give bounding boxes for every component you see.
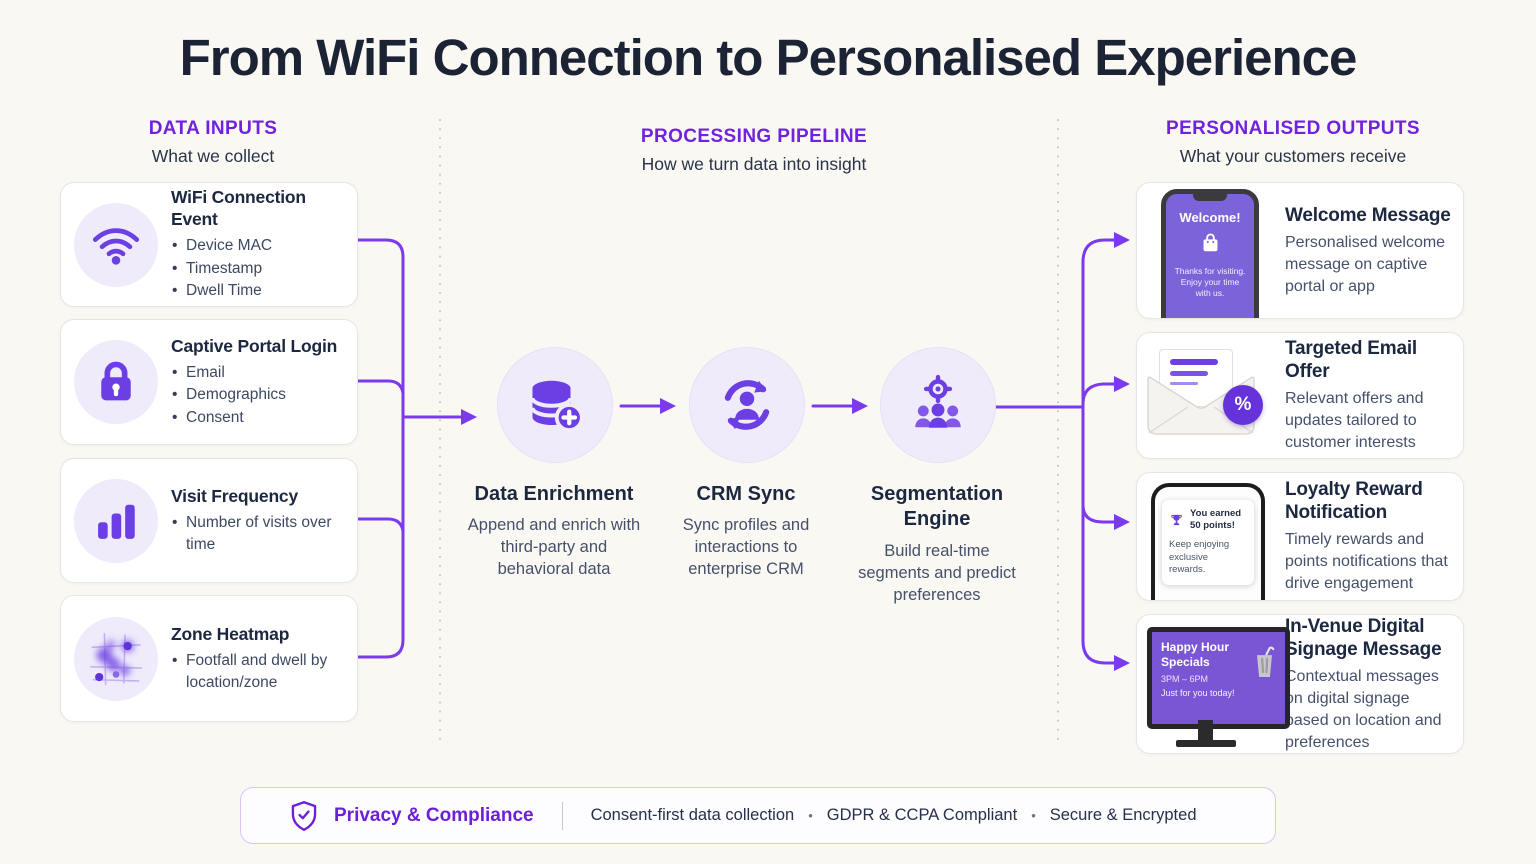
output-card-digital-signage: Happy Hour Specials 3PM – 6PM Just for y… (1136, 614, 1464, 754)
output-card-description: Personalised welcome message on captive … (1285, 233, 1446, 295)
signage-monitor-mock: Happy Hour Specials 3PM – 6PM Just for y… (1137, 615, 1290, 753)
bullet-item: Demographics (171, 384, 349, 407)
output-branch-lines (1081, 238, 1116, 665)
output-card-description: Contextual messages on digital signage b… (1285, 667, 1442, 751)
pipeline-step-title: Segmentation Engine (870, 483, 1004, 530)
inputs-subheader-label: What we collect (151, 146, 275, 166)
mock-welcome-heading: Welcome! (1179, 210, 1241, 225)
bar-chart-icon (74, 478, 158, 563)
mock-welcome-body: Thanks for visiting. Enjoy your time wit… (1174, 266, 1246, 298)
monitor-base (1176, 740, 1236, 747)
input-card-bullets: Number of visits over time (171, 512, 349, 557)
footer-item-secure: Secure & Encrypted (1049, 806, 1197, 824)
pipeline-step-title: CRM Sync (696, 483, 796, 505)
bullet-item: Timestamp (171, 258, 349, 281)
phone-notch (1193, 194, 1227, 201)
input-card-bullets: Device MAC Timestamp Dwell Time (171, 235, 349, 303)
footer-item-gdpr: GDPR & CCPA Compliant (826, 806, 1018, 824)
loyalty-notification-title: You earned 50 points! (1190, 508, 1242, 531)
privacy-compliance-banner: Privacy & Compliance Consent-first data … (240, 787, 1276, 844)
heatmap-icon (74, 616, 158, 701)
drink-glass-icon (1257, 646, 1275, 677)
signage-time: 3PM – 6PM (1161, 674, 1209, 684)
footer-separator: • (1031, 808, 1036, 823)
loyalty-notification: You earned 50 points! Keep enjoying excl… (1162, 500, 1254, 585)
output-card-targeted-email: % Targeted Email Offer Relevant offers a… (1136, 332, 1464, 459)
bullet-item: Dwell Time (171, 280, 349, 303)
input-merge-lines (354, 238, 463, 659)
arrowhead-output-2 (1114, 376, 1130, 392)
arrowhead-to-pipeline (461, 409, 477, 425)
page-title: From WiFi Connection to Personalised Exp… (179, 29, 1358, 86)
database-add-icon (497, 347, 613, 463)
output-card-title: Targeted Email Offer (1285, 338, 1417, 382)
outputs-column-header: PERSONALISED OUTPUTS What your customers… (1118, 118, 1468, 167)
input-card-visit-frequency: Visit Frequency Number of visits over ti… (60, 458, 358, 583)
arrowhead-output-3 (1114, 514, 1130, 530)
footer-item-consent: Consent-first data collection (590, 806, 795, 824)
input-card-bullets: Footfall and dwell by location/zone (171, 650, 349, 695)
input-card-captive-portal: Captive Portal Login Email Demographics … (60, 319, 358, 445)
loyalty-notification-body: Keep enjoying exclusive rewards. (1169, 539, 1230, 575)
pipeline-step-description: Build real-time segments and predict pre… (858, 542, 1016, 604)
arrowhead-crm (660, 398, 676, 414)
signage-note: Just for you today! (1161, 688, 1235, 698)
segmentation-icon (880, 347, 996, 463)
output-card-description: Timely rewards and points notifications … (1285, 531, 1448, 592)
inputs-header-label: DATA INPUTS (148, 118, 278, 139)
input-card-title: Zone Heatmap (171, 623, 290, 644)
output-card-loyalty-reward: You earned 50 points! Keep enjoying excl… (1136, 472, 1464, 601)
monitor-screen: Happy Hour Specials 3PM – 6PM Just for y… (1147, 627, 1290, 729)
output-card-title: Loyalty Reward Notification (1285, 479, 1423, 523)
input-card-zone-heatmap: Zone Heatmap Footfall and dwell by locat… (60, 595, 358, 722)
input-card-bullets: Email Demographics Consent (171, 362, 349, 430)
crm-sync-icon (689, 347, 805, 463)
email-offer-mock: % (1137, 333, 1285, 458)
bullet-item: Footfall and dwell by location/zone (171, 650, 346, 695)
wifi-icon (74, 202, 158, 287)
phone-loyalty-mock: You earned 50 points! Keep enjoying excl… (1137, 473, 1285, 600)
bullet-item: Device MAC (171, 235, 349, 258)
pipeline-column-header: PROCESSING PIPELINE How we turn data int… (579, 126, 929, 175)
privacy-compliance-label: Privacy & Compliance (334, 804, 534, 826)
outputs-header-label: PERSONALISED OUTPUTS (1166, 118, 1420, 139)
arrowhead-output-1 (1114, 232, 1130, 248)
footer-divider (561, 801, 563, 830)
inputs-column-header: DATA INPUTS What we collect (38, 118, 388, 167)
pipeline-step-description: Append and enrich with third-party and b… (467, 516, 641, 578)
percent-badge: % (1223, 385, 1263, 425)
output-card-description: Relevant offers and updates tailored to … (1285, 390, 1424, 451)
input-card-title: WiFi Connection Event (171, 187, 306, 230)
arrowhead-segmentation (852, 398, 868, 414)
outputs-subheader-label: What your customers receive (1179, 146, 1407, 166)
pipeline-header-label: PROCESSING PIPELINE (640, 126, 868, 147)
pipeline-subheader-label: How we turn data into insight (641, 154, 867, 174)
pipeline-step-title: Data Enrichment (474, 483, 634, 505)
footer-separator: • (808, 808, 813, 823)
input-card-title: Visit Frequency (171, 485, 299, 506)
shield-check-icon (291, 800, 317, 831)
monitor-stand (1198, 720, 1213, 741)
output-card-title: In-Venue Digital Signage Message (1285, 615, 1442, 660)
bullet-item: Consent (171, 407, 349, 430)
shopping-bag-icon (1203, 233, 1217, 252)
phone-welcome-mock: Welcome! Thanks for visiting. Enjoy your… (1137, 183, 1285, 318)
input-card-title: Captive Portal Login (171, 335, 338, 356)
output-card-welcome-message: Welcome! Thanks for visiting. Enjoy your… (1136, 182, 1464, 319)
arrowhead-output-4 (1114, 655, 1130, 671)
signage-heading: Happy Hour Specials (1161, 640, 1230, 669)
envelope-icon (1147, 376, 1255, 435)
input-card-wifi-connection: WiFi Connection Event Device MAC Timesta… (60, 182, 358, 307)
pipeline-step-description: Sync profiles and interactions to enterp… (682, 516, 810, 578)
trophy-icon (1171, 514, 1182, 526)
bullet-item: Number of visits over time (171, 512, 336, 557)
bullet-item: Email (171, 362, 349, 385)
lock-icon (74, 340, 158, 424)
output-card-title: Welcome Message (1285, 204, 1451, 226)
